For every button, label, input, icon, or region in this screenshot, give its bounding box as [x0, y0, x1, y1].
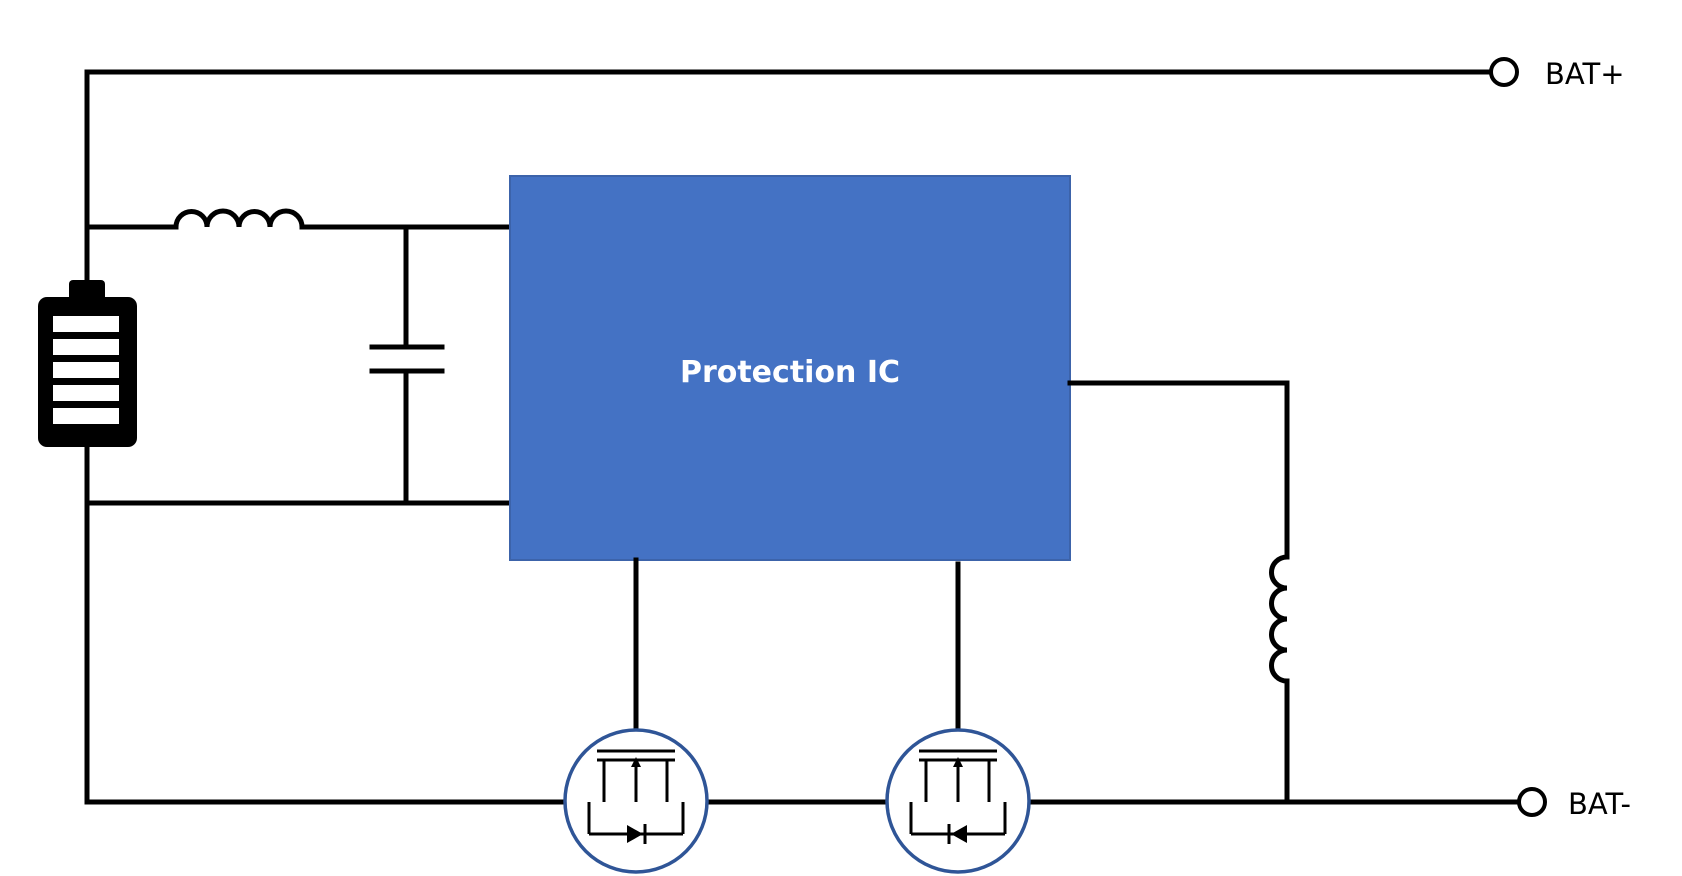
battery-icon	[38, 280, 137, 447]
bat-plus-terminal	[1489, 57, 1519, 87]
mosfet-1-icon	[563, 728, 709, 874]
mosfet-2-icon	[885, 728, 1031, 874]
inductor-icon	[173, 208, 305, 230]
protection-ic-label: Protection IC	[680, 355, 900, 390]
capacitor-icon	[369, 224, 445, 506]
top-rail	[84, 69, 1493, 287]
sense-inductor-icon	[1269, 554, 1290, 684]
sense-wire	[1067, 380, 1290, 805]
bat-plus-label: BAT+	[1545, 57, 1625, 91]
bat-minus-label: BAT-	[1568, 787, 1631, 821]
bat-minus-terminal	[1517, 787, 1547, 817]
protection-ic-block	[509, 175, 1071, 561]
